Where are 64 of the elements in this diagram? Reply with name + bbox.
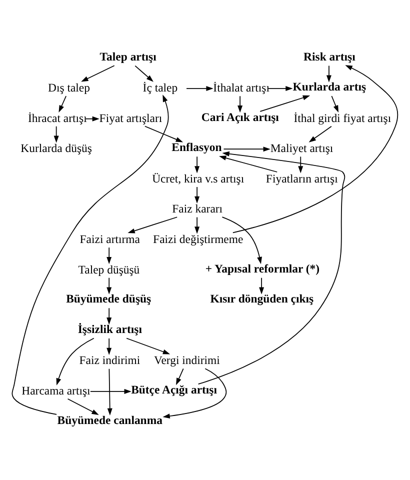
node-text: İhracat artışı [28, 112, 87, 125]
node-text: Kısır döngüden çıkış [210, 292, 314, 306]
node-text: + Yapısal reformlar (*) [205, 262, 320, 276]
node-text: Vergi indirimi [154, 354, 220, 368]
node-text: Faiz indirimi [79, 354, 140, 368]
node-text: Faiz kararı [172, 202, 223, 216]
arrow [126, 338, 170, 354]
node-text: Faizi değiştirmeme [153, 233, 244, 246]
arrow [268, 86, 293, 92]
node-text: Talep düşüşü [78, 263, 140, 276]
arrow [232, 65, 398, 234]
arrow [90, 388, 132, 394]
arrow [194, 216, 200, 234]
arrow [198, 151, 346, 385]
arrow [259, 277, 264, 294]
arrow [85, 116, 100, 122]
arrow [134, 65, 154, 82]
arrow [331, 96, 338, 113]
node-text: Talep artışı [100, 50, 156, 64]
node-text: Büyümede canlanma [57, 414, 162, 427]
arrow [308, 126, 332, 142]
arrow [106, 247, 112, 264]
arrow [194, 186, 200, 204]
node-text: Risk artışı [304, 50, 356, 64]
node-text: İthalat artışı [213, 82, 270, 95]
arrow [222, 216, 262, 264]
arrow [144, 126, 184, 142]
arrow [58, 96, 67, 113]
node-text: Faizi artırma [80, 233, 140, 246]
node-text: Cari Açık artışı [201, 110, 279, 124]
arrow [106, 338, 112, 355]
arrow [54, 126, 59, 143]
node-text: Fiyat artışları [99, 112, 162, 125]
node-text: Enflasyon [172, 141, 222, 154]
arrow [298, 156, 304, 174]
arrow [219, 156, 278, 172]
node-text: Fiyatların artışı [266, 172, 338, 186]
arrow [162, 368, 227, 419]
arrow [106, 308, 112, 325]
node-text: İşsizlik artışı [78, 322, 142, 336]
node-text: İthal girdi fiyat artışı [294, 112, 392, 125]
node-text: Bütçe Açığı artışı [131, 384, 218, 397]
arrow [56, 338, 94, 386]
node-text: Harcama artışı [22, 384, 90, 398]
arrow [238, 96, 243, 113]
arrow [106, 277, 112, 294]
node-text: Kurlarda artış [292, 80, 366, 94]
arrow [67, 398, 99, 415]
node-text: Büyümede düşüş [66, 292, 152, 306]
node-text: Maliyet artışı [270, 142, 334, 156]
node-text: Ücret, kira v.s artışı [152, 172, 244, 186]
node-text: İç talep [142, 82, 178, 95]
arrow [260, 95, 310, 112]
arrow [186, 86, 214, 92]
arrow [12, 94, 169, 415]
arrow [81, 65, 115, 82]
arrow [128, 216, 178, 234]
arrow [107, 368, 112, 416]
arrow [326, 65, 332, 82]
node-text: Dış talep [48, 82, 90, 95]
node-text: Kurlarda düşüş [20, 142, 92, 156]
arrow [223, 146, 270, 152]
arrow [176, 368, 184, 386]
arrow [194, 156, 200, 174]
